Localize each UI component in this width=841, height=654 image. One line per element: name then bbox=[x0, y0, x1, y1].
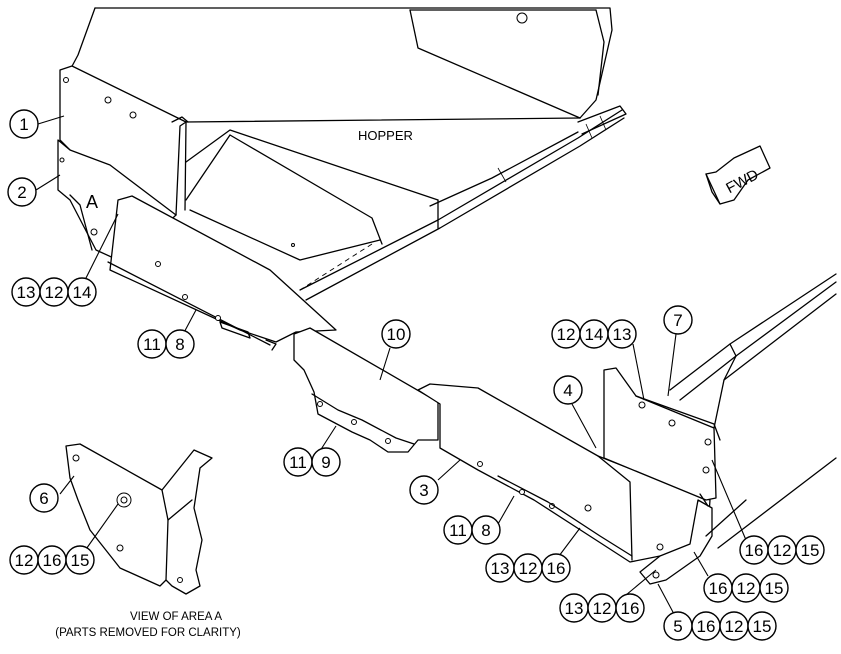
callout-number: 12 bbox=[773, 541, 792, 560]
callout-number: 11 bbox=[449, 521, 467, 540]
callout-number: 16 bbox=[709, 579, 728, 598]
callout-number: 16 bbox=[43, 551, 62, 570]
callout-number: 4 bbox=[563, 381, 572, 400]
callout-13-12-16-upper: 13 12 16 bbox=[485, 553, 571, 583]
callout-number: 15 bbox=[801, 541, 820, 560]
callout-3: 3 bbox=[409, 475, 439, 505]
callout-number: 12 bbox=[519, 559, 538, 578]
callout-number: 13 bbox=[17, 283, 36, 302]
callout-number: 14 bbox=[73, 283, 92, 302]
fwd-arrow: FWD bbox=[705, 145, 771, 205]
leader-lines bbox=[35, 115, 747, 615]
callout-number: 9 bbox=[321, 453, 330, 472]
callout-number: 8 bbox=[481, 521, 490, 540]
callout-number: 5 bbox=[673, 617, 682, 636]
callout-number: 12 bbox=[725, 617, 744, 636]
callout-11-8-left: 11 8 bbox=[137, 329, 195, 359]
callout-11-9: 11 9 bbox=[283, 447, 341, 477]
callout-number: 11 bbox=[289, 453, 307, 472]
callout-5-16-12-15: 5 16 12 15 bbox=[663, 611, 777, 641]
area-a-marker: A bbox=[86, 192, 98, 212]
callout-1: 1 bbox=[9, 109, 39, 139]
callout-number: 11 bbox=[143, 335, 161, 354]
hopper-body bbox=[65, 7, 627, 301]
callout-number: 12 bbox=[593, 599, 612, 618]
area-a-detail-view: VIEW OF AREA A (PARTS REMOVED FOR CLARIT… bbox=[55, 443, 241, 639]
callout-6: 6 bbox=[29, 483, 59, 513]
callout-number: 12 bbox=[45, 283, 64, 302]
callout-10: 10 bbox=[381, 319, 411, 349]
view-caption-line2: (PARTS REMOVED FOR CLARITY) bbox=[55, 627, 241, 639]
callout-number: 13 bbox=[565, 599, 584, 618]
callout-number: 6 bbox=[39, 489, 48, 508]
callout-number: 12 bbox=[737, 579, 756, 598]
skirt-center bbox=[293, 327, 439, 453]
callout-number: 7 bbox=[673, 311, 682, 330]
end-plate-7 bbox=[603, 367, 721, 501]
callout-number: 16 bbox=[745, 541, 764, 560]
callout-number: 3 bbox=[419, 481, 428, 500]
callout-2: 2 bbox=[7, 177, 37, 207]
callout-number: 1 bbox=[19, 115, 28, 134]
callout-number: 15 bbox=[753, 617, 772, 636]
callout-number: 15 bbox=[71, 551, 90, 570]
callout-number: 16 bbox=[697, 617, 716, 636]
callout-16-12-15-upper: 16 12 15 bbox=[739, 535, 825, 565]
callout-number: 13 bbox=[491, 559, 510, 578]
frame-right bbox=[669, 273, 837, 549]
callout-number: 12 bbox=[15, 551, 34, 570]
callout-number: 10 bbox=[387, 325, 406, 344]
callout-7: 7 bbox=[663, 305, 693, 335]
view-caption-line1: VIEW OF AREA A bbox=[130, 611, 222, 623]
callout-number: 12 bbox=[557, 325, 576, 344]
hopper-label: HOPPER bbox=[358, 128, 413, 143]
callout-13-12-16-lower: 13 12 16 bbox=[559, 593, 645, 623]
callout-12-14-13: 12 14 13 bbox=[551, 319, 637, 349]
callout-number: 15 bbox=[765, 579, 784, 598]
callout-16-12-15-lower: 16 12 15 bbox=[703, 573, 789, 603]
callout-number: 2 bbox=[17, 183, 26, 202]
callout-4: 4 bbox=[553, 375, 583, 405]
end-plate-5 bbox=[639, 493, 713, 585]
callout-number: 16 bbox=[547, 559, 566, 578]
callout-number: 14 bbox=[585, 325, 604, 344]
callout-number: 16 bbox=[621, 599, 640, 618]
callout-11-8-right: 11 8 bbox=[443, 515, 501, 545]
callout-13-12-14: 13 12 14 bbox=[11, 277, 97, 307]
skirt-left bbox=[107, 195, 337, 351]
callout-number: 8 bbox=[175, 335, 184, 354]
callout-number: 13 bbox=[613, 325, 632, 344]
callout-12-16-15: 12 16 15 bbox=[9, 545, 95, 575]
